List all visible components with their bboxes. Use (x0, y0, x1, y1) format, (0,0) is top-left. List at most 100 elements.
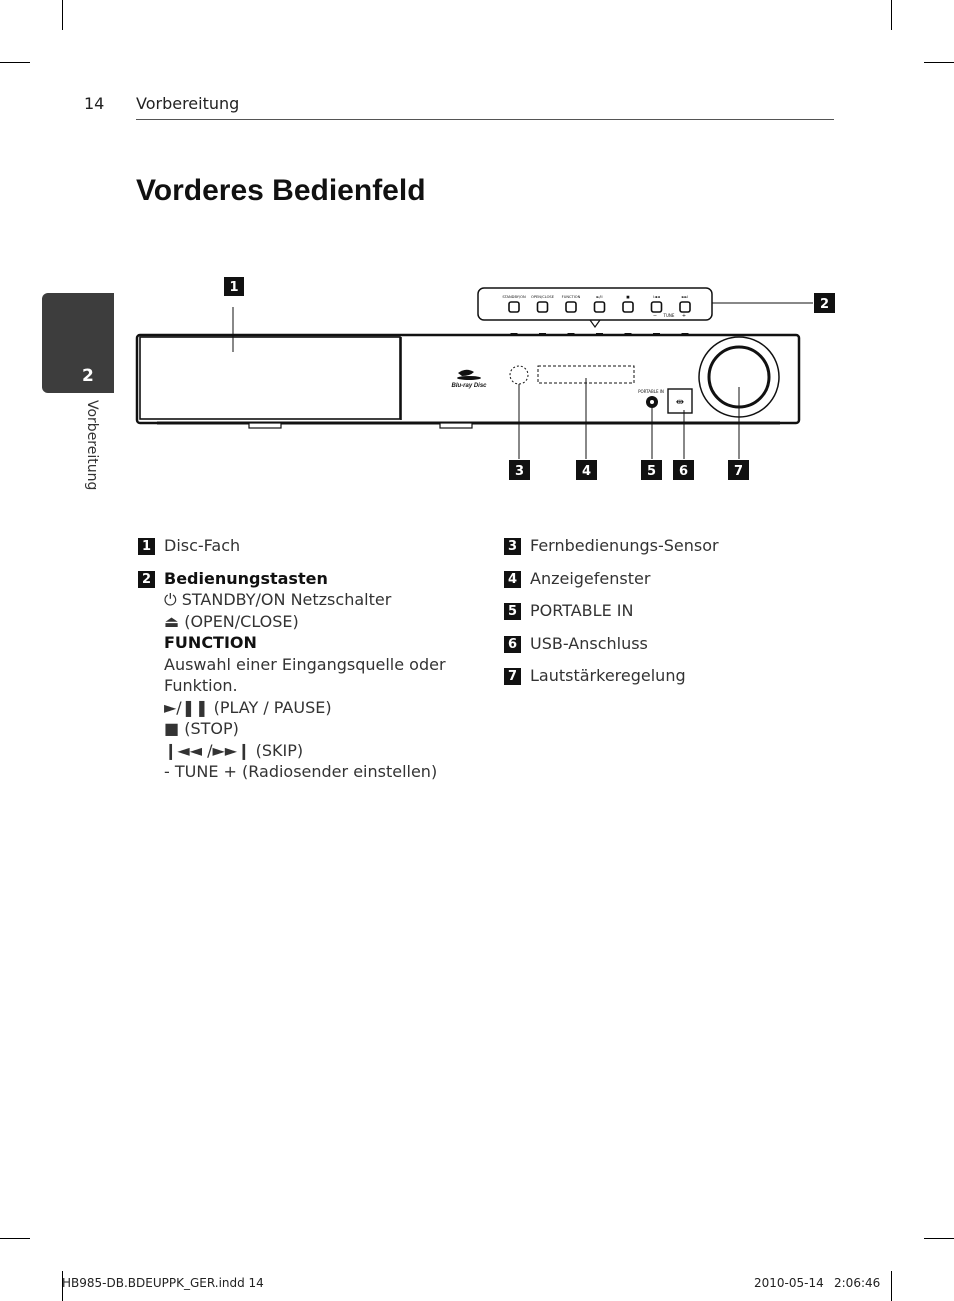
footer-filename: HB985-DB.BDEUPPK_GER.indd 14 (62, 1276, 264, 1290)
legend-item-portable-in: 5 PORTABLE IN (504, 600, 804, 622)
svg-text:7: 7 (734, 464, 743, 479)
unit-foot (248, 422, 282, 429)
crop-mark (0, 62, 30, 63)
legend-item-disc-tray: 1 Disc-Fach (138, 535, 458, 557)
legend-item-remote-sensor: 3 Fernbedienungs-Sensor (504, 535, 804, 557)
display-window (537, 365, 635, 384)
legend-title: PORTABLE IN (530, 601, 634, 620)
legend-badge: 4 (504, 570, 521, 588)
legend-item-usb: 6 USB-Anschluss (504, 633, 804, 655)
callout-badge-1: 1 (224, 277, 244, 296)
legend-line-play-pause: ►/❚❚ (PLAY / PAUSE) (164, 697, 332, 717)
control-button-label: OPEN/CLOSE (531, 295, 555, 299)
control-button (593, 301, 606, 313)
control-button-label: I◄◄ (653, 295, 660, 299)
callout-badge-5: 5 (641, 460, 662, 480)
legend-line-standby: ⏻ STANDBY/ON Netzschalter (164, 590, 392, 609)
callout-badge-4: 4 (576, 460, 597, 480)
chapter-tab[interactable] (42, 293, 114, 393)
legend-title: Anzeigefenster (530, 568, 651, 588)
crop-mark (891, 0, 892, 30)
button-position-mark (539, 333, 546, 335)
unit-body (135, 333, 801, 425)
button-position-mark (653, 333, 660, 335)
page-title: Vorderes Bedienfeld (136, 174, 426, 207)
crop-mark (924, 62, 954, 63)
tune-plus-label: + (682, 313, 686, 319)
crop-mark (0, 1238, 30, 1239)
legend-badge: 6 (504, 635, 521, 653)
button-position-mark (624, 333, 632, 335)
svg-text:1: 1 (229, 280, 238, 295)
header-rule (136, 119, 834, 120)
legend-badge: 2 (138, 570, 155, 588)
control-button-label: FUNCTION (562, 295, 581, 299)
portable-in-label: PORTABLE IN (638, 389, 664, 394)
crop-mark (924, 1238, 954, 1239)
page-number: 14 (84, 94, 105, 113)
button-position-mark (596, 333, 603, 335)
legend-line-function-desc: Auswahl einer Eingangsquelle oder Funkti… (164, 654, 446, 696)
legend-line-tune: - TUNE + (Radiosender einstellen) (164, 762, 438, 781)
svg-text:6: 6 (679, 464, 688, 479)
legend-item-controls: 2 Bedienungstasten ⏻ STANDBY/ON Netzscha… (138, 568, 458, 783)
legend-line-stop: ■ (STOP) (164, 719, 239, 738)
legend-line-skip: ❙◄◄ /►►❙ (SKIP) (164, 740, 304, 760)
button-position-mark (510, 333, 518, 335)
unit-foot (439, 422, 473, 429)
legend-badge: 5 (504, 603, 521, 620)
legend-title: Fernbedienungs-Sensor (530, 536, 719, 555)
control-button (622, 301, 634, 313)
control-button-label: STANDBY/ON (502, 295, 526, 299)
chapter-tab-label: Vorbereitung (84, 400, 102, 510)
callout-badge-7: 7 (728, 460, 749, 480)
legend-title: Disc-Fach (164, 536, 241, 555)
footer-date: 2010-05-14 (754, 1276, 824, 1290)
bluray-logo-text: Blu-ray Disc (451, 383, 487, 389)
remote-sensor (509, 365, 529, 385)
tune-minus-label: − (653, 313, 657, 319)
control-button-label: ►/II (596, 295, 602, 299)
legend-badge: 3 (504, 538, 521, 555)
chapter-tab-number: 2 (82, 366, 94, 386)
button-position-mark (681, 333, 689, 335)
footer-time: 2:06:46 (834, 1276, 881, 1290)
callout-badge-6: 6 (673, 460, 694, 480)
usb-icon: ⇹ (676, 397, 684, 408)
legend-title: USB-Anschluss (530, 633, 648, 653)
button-position-mark (567, 333, 575, 335)
control-button (565, 301, 577, 313)
legend-item-volume: 7 Lautstärkeregelung (504, 665, 804, 687)
control-button (650, 301, 663, 313)
legend-title: Bedienungstasten (164, 568, 328, 588)
control-button (536, 301, 549, 313)
crop-mark (62, 1271, 63, 1301)
svg-text:3: 3 (515, 464, 524, 479)
button-strip-callout (477, 287, 713, 321)
svg-text:2: 2 (820, 297, 829, 312)
legend-title: Lautstärkeregelung (530, 666, 686, 685)
volume-knob-outer (698, 336, 780, 418)
chapter-tab-label-text: Vorbereitung (84, 400, 100, 491)
usb-port (667, 388, 693, 414)
svg-text:5: 5 (647, 464, 656, 479)
svg-text:4: 4 (582, 464, 591, 479)
tune-label: TUNE (663, 313, 675, 318)
crop-mark (891, 1271, 892, 1301)
button-position-marks (510, 333, 689, 335)
legend-line-eject: ⏏ (OPEN/CLOSE) (164, 611, 299, 631)
crop-mark (62, 0, 63, 30)
control-button-label: ►►I (682, 295, 689, 299)
legend-left: 1 Disc-Fach 2 Bedienungstasten ⏻ STANDBY… (138, 535, 458, 794)
control-button-label: ■ (626, 295, 630, 299)
legend-item-display-window: 4 Anzeigefenster (504, 568, 804, 590)
control-buttons: STANDBY/ON OPEN/CLOSE FUNCTION ►/II ■ I◄◄ ►►I (502, 295, 691, 313)
legend-line-function: FUNCTION (164, 633, 257, 652)
control-button (508, 301, 520, 313)
front-panel-diagram: Blu-ray Disc PORTABLE IN ⇹ STANDBY/ON OPE… (135, 277, 835, 480)
bluray-logo: Blu-ray Disc (451, 369, 487, 389)
legend-badge: 1 (138, 538, 155, 555)
callout-badge-2: 2 (814, 293, 835, 313)
legend-badge: 7 (504, 668, 521, 685)
control-button (679, 301, 691, 313)
